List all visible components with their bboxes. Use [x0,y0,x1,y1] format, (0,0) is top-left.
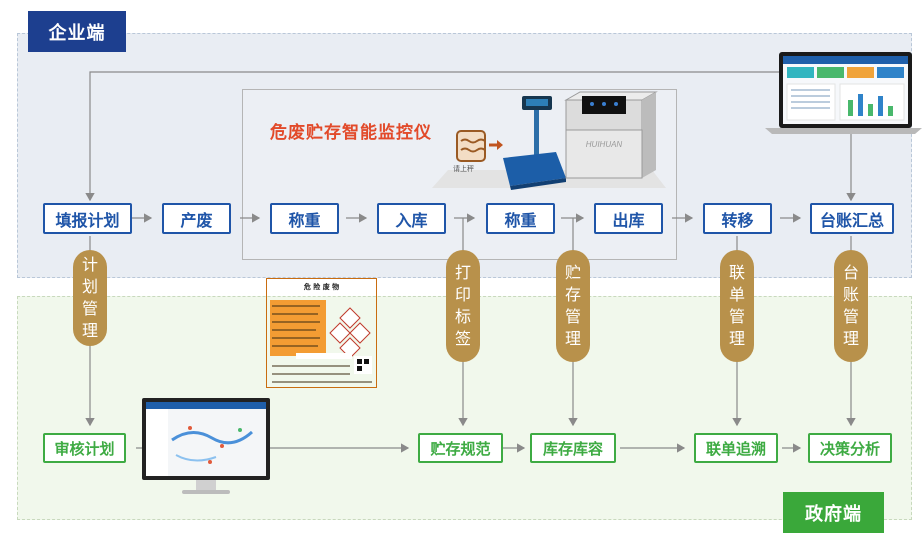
pill-char: 单 [728,285,745,304]
pill-char: 管 [728,307,745,326]
gov-review-plan[interactable]: 审核计划 [43,433,126,463]
pill-char: 理 [564,329,581,348]
desktop-monitor-icon [142,398,270,494]
pill-storage-management[interactable]: 贮 存 管 理 [556,250,590,362]
hazard-label-title: 危 险 废 物 [303,283,340,291]
step-storage-out[interactable]: 出库 [594,203,663,234]
government-zone-tag: 政府端 [783,492,884,533]
pill-char: 标 [454,307,471,326]
pill-print-label[interactable]: 打 印 标 签 [446,250,480,362]
pill-char: 账 [842,285,859,304]
laptop-icon [765,52,922,134]
pill-char: 理 [842,329,859,348]
pill-char: 管 [564,307,581,326]
step-weigh-out[interactable]: 称重 [486,203,555,234]
pill-char: 联 [728,263,745,282]
hazard-waste-label: 危 险 废 物 [266,278,377,388]
step-waste-generation[interactable]: 产废 [162,203,231,234]
gov-decision-analysis[interactable]: 决策分析 [808,433,892,463]
gov-manifest-trace[interactable]: 联单追溯 [694,433,778,463]
pill-char: 管 [842,307,859,326]
pill-char: 理 [728,329,745,348]
pill-char: 台 [842,263,859,282]
scale-caption: 请上秤 [453,165,474,173]
pill-manifest-management[interactable]: 联 单 管 理 [720,250,754,362]
gov-inventory-capacity[interactable]: 库存库容 [530,433,616,463]
waste-barrel-icon [456,130,503,162]
weighing-scale-icon [503,96,566,190]
step-storage-in[interactable]: 入库 [377,203,446,234]
pill-ledger-management[interactable]: 台 账 管 理 [834,250,868,362]
pill-char: 贮 [564,263,581,282]
step-weigh-in[interactable]: 称重 [270,203,339,234]
pill-char: 打 [454,263,471,282]
device-title: 危废贮存智能监控仪 [270,123,432,143]
device-brand: HUIHUAN [586,140,623,149]
monitor-device-icon: HUIHUAN [564,91,658,179]
pill-char: 管 [81,299,98,318]
pill-char: 印 [454,285,471,304]
pill-char: 签 [454,329,471,348]
step-fill-plan[interactable]: 填报计划 [43,203,132,234]
pill-char: 存 [564,285,581,304]
step-ledger-summary[interactable]: 台账汇总 [810,203,894,234]
enterprise-zone-tag: 企业端 [28,11,126,52]
hazard-label-graphic [270,300,372,383]
pill-char: 计 [81,255,98,274]
pill-plan-management[interactable]: 计 划 管 理 [73,250,107,346]
step-transfer[interactable]: 转移 [703,203,772,234]
pill-char: 划 [81,277,98,296]
gov-storage-standard[interactable]: 贮存规范 [418,433,503,463]
pill-char: 理 [81,321,98,340]
